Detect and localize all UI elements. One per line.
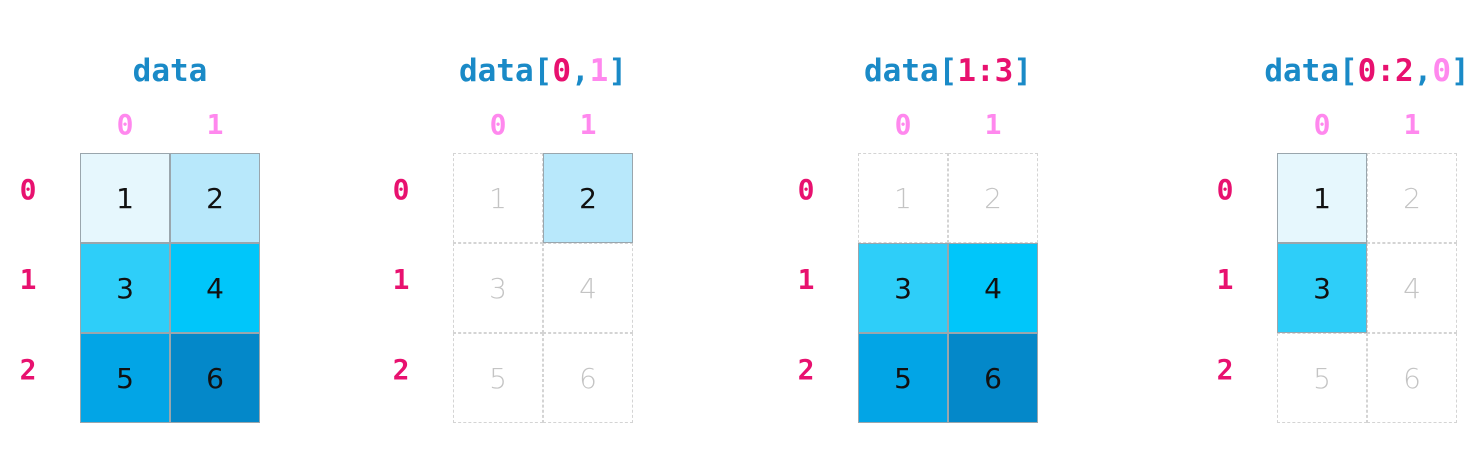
unselected-cell: 4 [1367,243,1457,333]
row-index-label: 1 [1216,263,1234,296]
column-index-label: 1 [206,108,224,141]
selected-cell: 3 [80,243,170,333]
unselected-cell: 3 [453,243,543,333]
row-index-label: 1 [19,263,37,296]
row-index-label: 0 [19,173,37,206]
row-index-label: 0 [392,173,410,206]
unselected-cell: 4 [543,243,633,333]
selected-cell: 2 [170,153,260,243]
title-token-name: data [132,53,208,89]
title-token-col: 0 [1432,53,1451,89]
column-index-label: 0 [894,108,912,141]
selected-cell: 5 [80,333,170,423]
title-token-row: 0 [552,53,571,89]
selected-cell: 6 [948,333,1038,423]
column-index-label: 1 [579,108,597,141]
panel-title: data[1:3] [806,46,1091,96]
unselected-cell: 6 [543,333,633,423]
row-index-label: 1 [797,263,815,296]
row-index-label: 0 [797,173,815,206]
title-token-row: 1:3 [957,53,1014,89]
row-index-label: 2 [19,353,37,386]
selected-cell: 3 [858,243,948,333]
title-token-br: [ [1338,53,1358,89]
unselected-cell: 2 [1367,153,1457,243]
title-token-br: ] [608,53,627,89]
column-index-label: 1 [984,108,1002,141]
title-token-br: [ [938,53,958,89]
unselected-cell: 1 [453,153,543,243]
unselected-cell: 2 [948,153,1038,243]
title-token-row: 0:2 [1357,53,1414,89]
unselected-cell: 5 [1277,333,1367,423]
selected-cell: 4 [948,243,1038,333]
selected-cell: 6 [170,333,260,423]
title-token-col: 1 [589,53,609,89]
selected-cell: 1 [80,153,170,243]
selected-cell: 3 [1277,243,1367,333]
title-token-br: , [1413,53,1433,89]
title-token-name: data [1264,53,1339,89]
title-token-br: ] [1013,53,1032,89]
unselected-cell: 6 [1367,333,1457,423]
title-token-br: [ [533,53,553,89]
selected-cell: 1 [1277,153,1367,243]
row-index-label: 0 [1216,173,1234,206]
column-index-label: 0 [1313,108,1331,141]
panel-title: data [75,46,265,96]
column-index-label: 0 [116,108,134,141]
panel-title: data[0,1] [401,46,686,96]
row-index-label: 2 [1216,353,1234,386]
row-index-label: 2 [392,353,410,386]
column-index-label: 1 [1403,108,1421,141]
panel-title: data[0:2,0] [1225,46,1470,96]
title-token-br: ] [1451,53,1470,89]
column-index-label: 0 [489,108,507,141]
selected-cell: 5 [858,333,948,423]
row-index-label: 2 [797,353,815,386]
title-token-name: data [864,53,939,89]
title-token-name: data [458,53,534,89]
selected-cell: 2 [543,153,633,243]
unselected-cell: 5 [453,333,543,423]
selected-cell: 4 [170,243,260,333]
unselected-cell: 1 [858,153,948,243]
row-index-label: 1 [392,263,410,296]
title-token-br: , [570,53,590,89]
